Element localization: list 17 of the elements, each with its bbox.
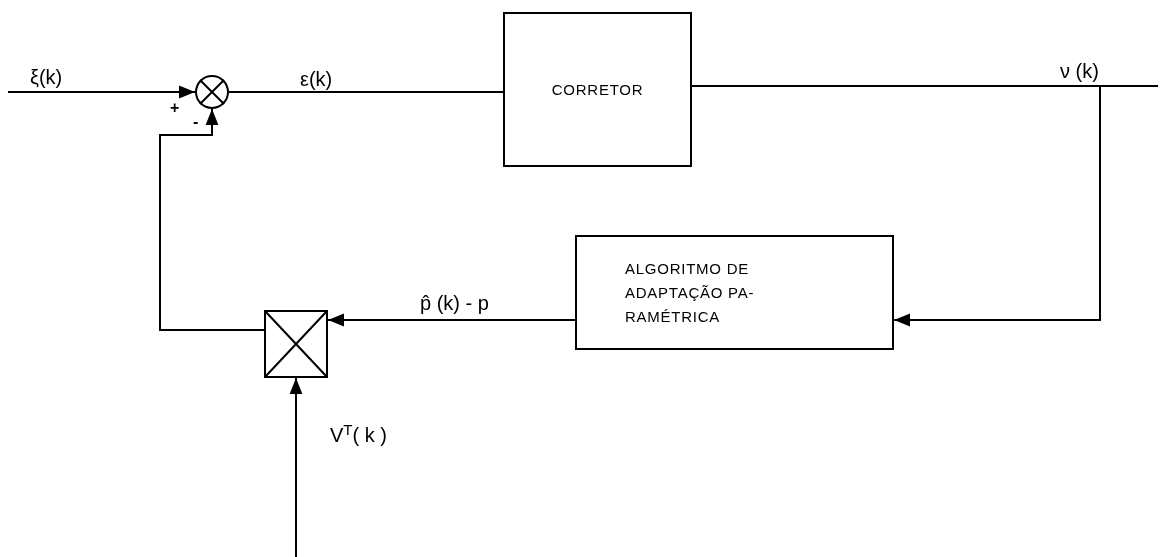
signal-label: ε(k) xyxy=(300,67,333,92)
connector-arrow xyxy=(327,313,576,327)
box-label: CORRETOR xyxy=(550,79,645,100)
process-box xyxy=(575,235,894,350)
connector-arrow xyxy=(159,108,265,331)
connector-arrow xyxy=(289,377,303,557)
signal-label: p̂ (k) - p xyxy=(420,291,489,316)
signal-label: ν (k) xyxy=(1060,59,1099,84)
multiplier-box xyxy=(264,310,328,378)
summing-junction xyxy=(195,75,229,109)
connector-arrow xyxy=(7,85,196,99)
box-label: ALGORITMO DE ADAPTAÇÃO PA- RAMÉTRICA xyxy=(624,258,756,327)
signal-label: V$^{T}$( k ) xyxy=(330,420,387,448)
process-box xyxy=(503,12,692,167)
sign-label: + xyxy=(170,98,180,118)
signal-label: ξ(k) xyxy=(30,65,63,90)
sign-label: - xyxy=(193,112,199,132)
